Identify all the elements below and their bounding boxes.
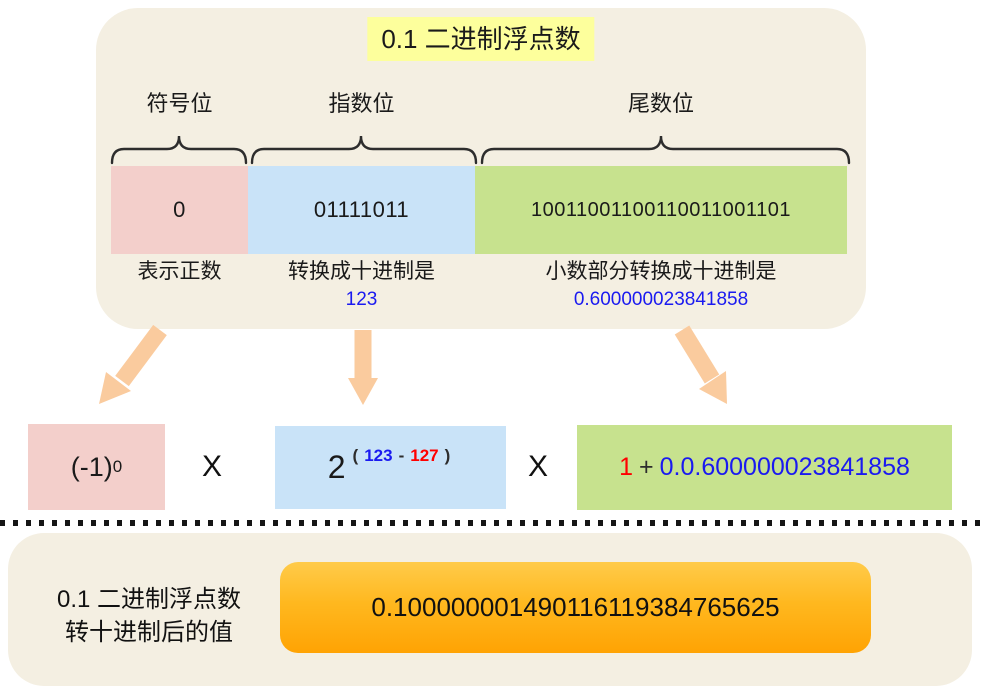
mantissa-bits-value: 10011001100110011001101 (531, 198, 791, 221)
binary-breakdown-panel: 0.1 二进制浮点数 符号位 指数位 尾数位 0 01111011 100110… (96, 8, 866, 329)
sign-bit-label: 符号位 (146, 91, 213, 116)
result-value-box: 0.100000001490116119384765625 (280, 562, 871, 653)
result-panel: 0.1 二进制浮点数 转十进制后的值 0.1000000014901161193… (8, 533, 972, 686)
open-paren: ( (352, 445, 359, 465)
result-label-line1: 0.1 二进制浮点数 (56, 586, 242, 613)
minus-sign: - (398, 445, 405, 465)
mantissa-fraction-value: 0.0.600000023841858 (659, 453, 910, 481)
multiply-sign-2: X (527, 450, 548, 483)
result-label: 0.1 二进制浮点数 转十进制后的值 (26, 583, 272, 649)
flow-arrows (99, 325, 727, 405)
exponent-bits-label: 指数位 (328, 91, 395, 116)
exponent-brace (250, 135, 478, 165)
sign-note: 表示正数 (111, 258, 248, 286)
exponent-bits-box: 01111011 (248, 166, 475, 254)
sign-term-box: (-1)0 (28, 424, 165, 510)
exponent-term-superscript: (123-127) (350, 446, 454, 466)
exponent-term-box: 2(123-127) (275, 426, 506, 509)
mantissa-note: 小数部分转换成十进制是 0.600000023841858 (475, 258, 847, 312)
mantissa-brace (480, 135, 851, 165)
dotted-separator (0, 520, 987, 526)
panel-title: 0.1 二进制浮点数 (367, 17, 595, 61)
arrow-down-left-icon (99, 325, 167, 404)
exponent-note-text: 转换成十进制是 (288, 260, 435, 283)
exponent-decimal-value: 123 (345, 289, 378, 310)
sign-bits-box: 0 (111, 166, 248, 254)
mantissa-note-text: 小数部分转换成十进制是 (545, 260, 777, 283)
exponent-note: 转换成十进制是 123 (248, 258, 475, 312)
arrow-down-icon (348, 330, 378, 405)
exponent-term-base: 2 (327, 449, 346, 485)
section-braces (110, 135, 851, 165)
sign-note-text: 表示正数 (137, 260, 222, 283)
close-paren: ) (444, 445, 451, 465)
mantissa-term-box: 1+0.0.600000023841858 (577, 425, 952, 510)
arrow-down-right-icon (674, 325, 727, 404)
result-label-line2: 转十进制后的值 (65, 619, 233, 646)
bias-value: 127 (410, 445, 439, 465)
sign-term-base: (-1) (70, 451, 113, 482)
mantissa-bits-label: 尾数位 (627, 91, 694, 116)
implicit-one: 1 (619, 453, 634, 481)
mantissa-decimal-value: 0.600000023841858 (573, 289, 749, 310)
multiply-sign-1: X (201, 450, 222, 483)
mantissa-bits-box: 10011001100110011001101 (475, 166, 847, 254)
exponent-bits-value: 01111011 (313, 197, 410, 222)
plus-sign: + (639, 453, 654, 481)
sign-bits-value: 0 (173, 197, 186, 222)
sign-brace (110, 135, 248, 165)
biased-exponent-value: 123 (364, 445, 393, 465)
result-value: 0.100000001490116119384765625 (371, 592, 780, 622)
